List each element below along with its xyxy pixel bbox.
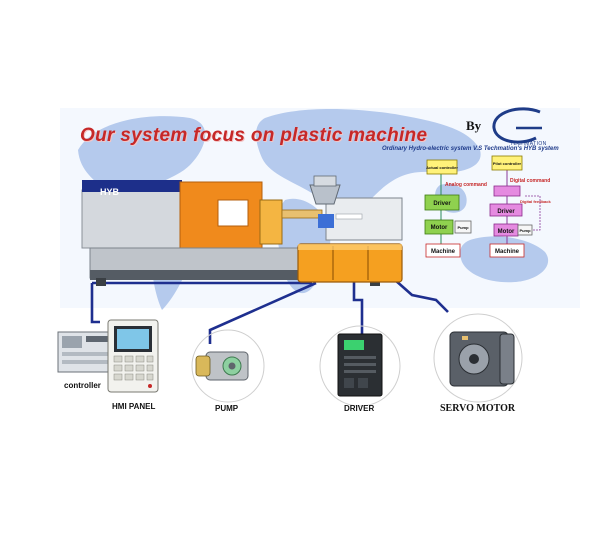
ordinary-pump-label: Pump xyxy=(457,225,469,230)
hyb-driver-label: Driver xyxy=(497,209,515,215)
ordinary-driver-box xyxy=(424,194,460,211)
techmation-logo-icon xyxy=(492,107,542,144)
hyb-machine-box xyxy=(489,243,525,258)
logo-text: TECHMATION xyxy=(510,141,547,147)
injection-machine xyxy=(81,175,403,286)
pump-label: PUMP xyxy=(215,404,239,413)
ordinary-machine-box xyxy=(425,243,461,258)
hydraulic-tanks xyxy=(297,243,403,283)
controller-board-icon xyxy=(57,331,115,373)
driver-label: DRIVER xyxy=(344,404,375,413)
ordinary-motor-box xyxy=(424,219,454,235)
by-label: By xyxy=(466,118,482,133)
hmi-panel-label: HMI PANEL xyxy=(112,402,156,411)
pump-icon xyxy=(191,329,265,403)
ordinary-motor-label: Motor xyxy=(431,225,448,231)
hyb-machine-label: Machine xyxy=(495,249,520,255)
controller-label: controller xyxy=(64,381,101,390)
hyb-pump-label: Pump xyxy=(519,228,531,233)
ordinary-driver-label: Driver xyxy=(433,201,451,207)
system-comparison-caption: Ordinary Hydro-electric system V.S Techm… xyxy=(382,146,559,152)
ordinary-pump-box xyxy=(454,220,472,234)
ordinary-machine-label: Machine xyxy=(431,249,456,255)
hyb-motor-label: Motor xyxy=(498,229,515,235)
ordinary-command-label: Analog command xyxy=(445,182,487,188)
ordinary-system-flow: Actual controller Analog command Driver … xyxy=(424,159,487,258)
hyb-system-flow: Pilot controller Digital command Digital… xyxy=(489,155,551,258)
hyb-controller-label: Pilot controller xyxy=(493,161,522,166)
hmi-panel-icon xyxy=(107,319,159,393)
hyb-driver-box xyxy=(489,203,523,217)
hyb-feedback-label: Digital feedback xyxy=(520,199,551,204)
hyb-command-box xyxy=(493,185,521,197)
servo-motor-label: SERVO MOTOR xyxy=(440,403,516,414)
servo-motor-icon xyxy=(433,313,523,403)
hyb-pump-box xyxy=(517,224,533,236)
driver-icon xyxy=(319,325,401,407)
machine-brand-label: HYB xyxy=(100,187,120,197)
headline: Our system focus on plastic machine xyxy=(80,125,428,146)
ordinary-controller-label: Actual controller xyxy=(426,165,458,170)
ordinary-controller-box xyxy=(426,159,458,175)
hyb-command-label: Digital command xyxy=(510,178,550,184)
hyb-controller-box xyxy=(491,155,523,171)
